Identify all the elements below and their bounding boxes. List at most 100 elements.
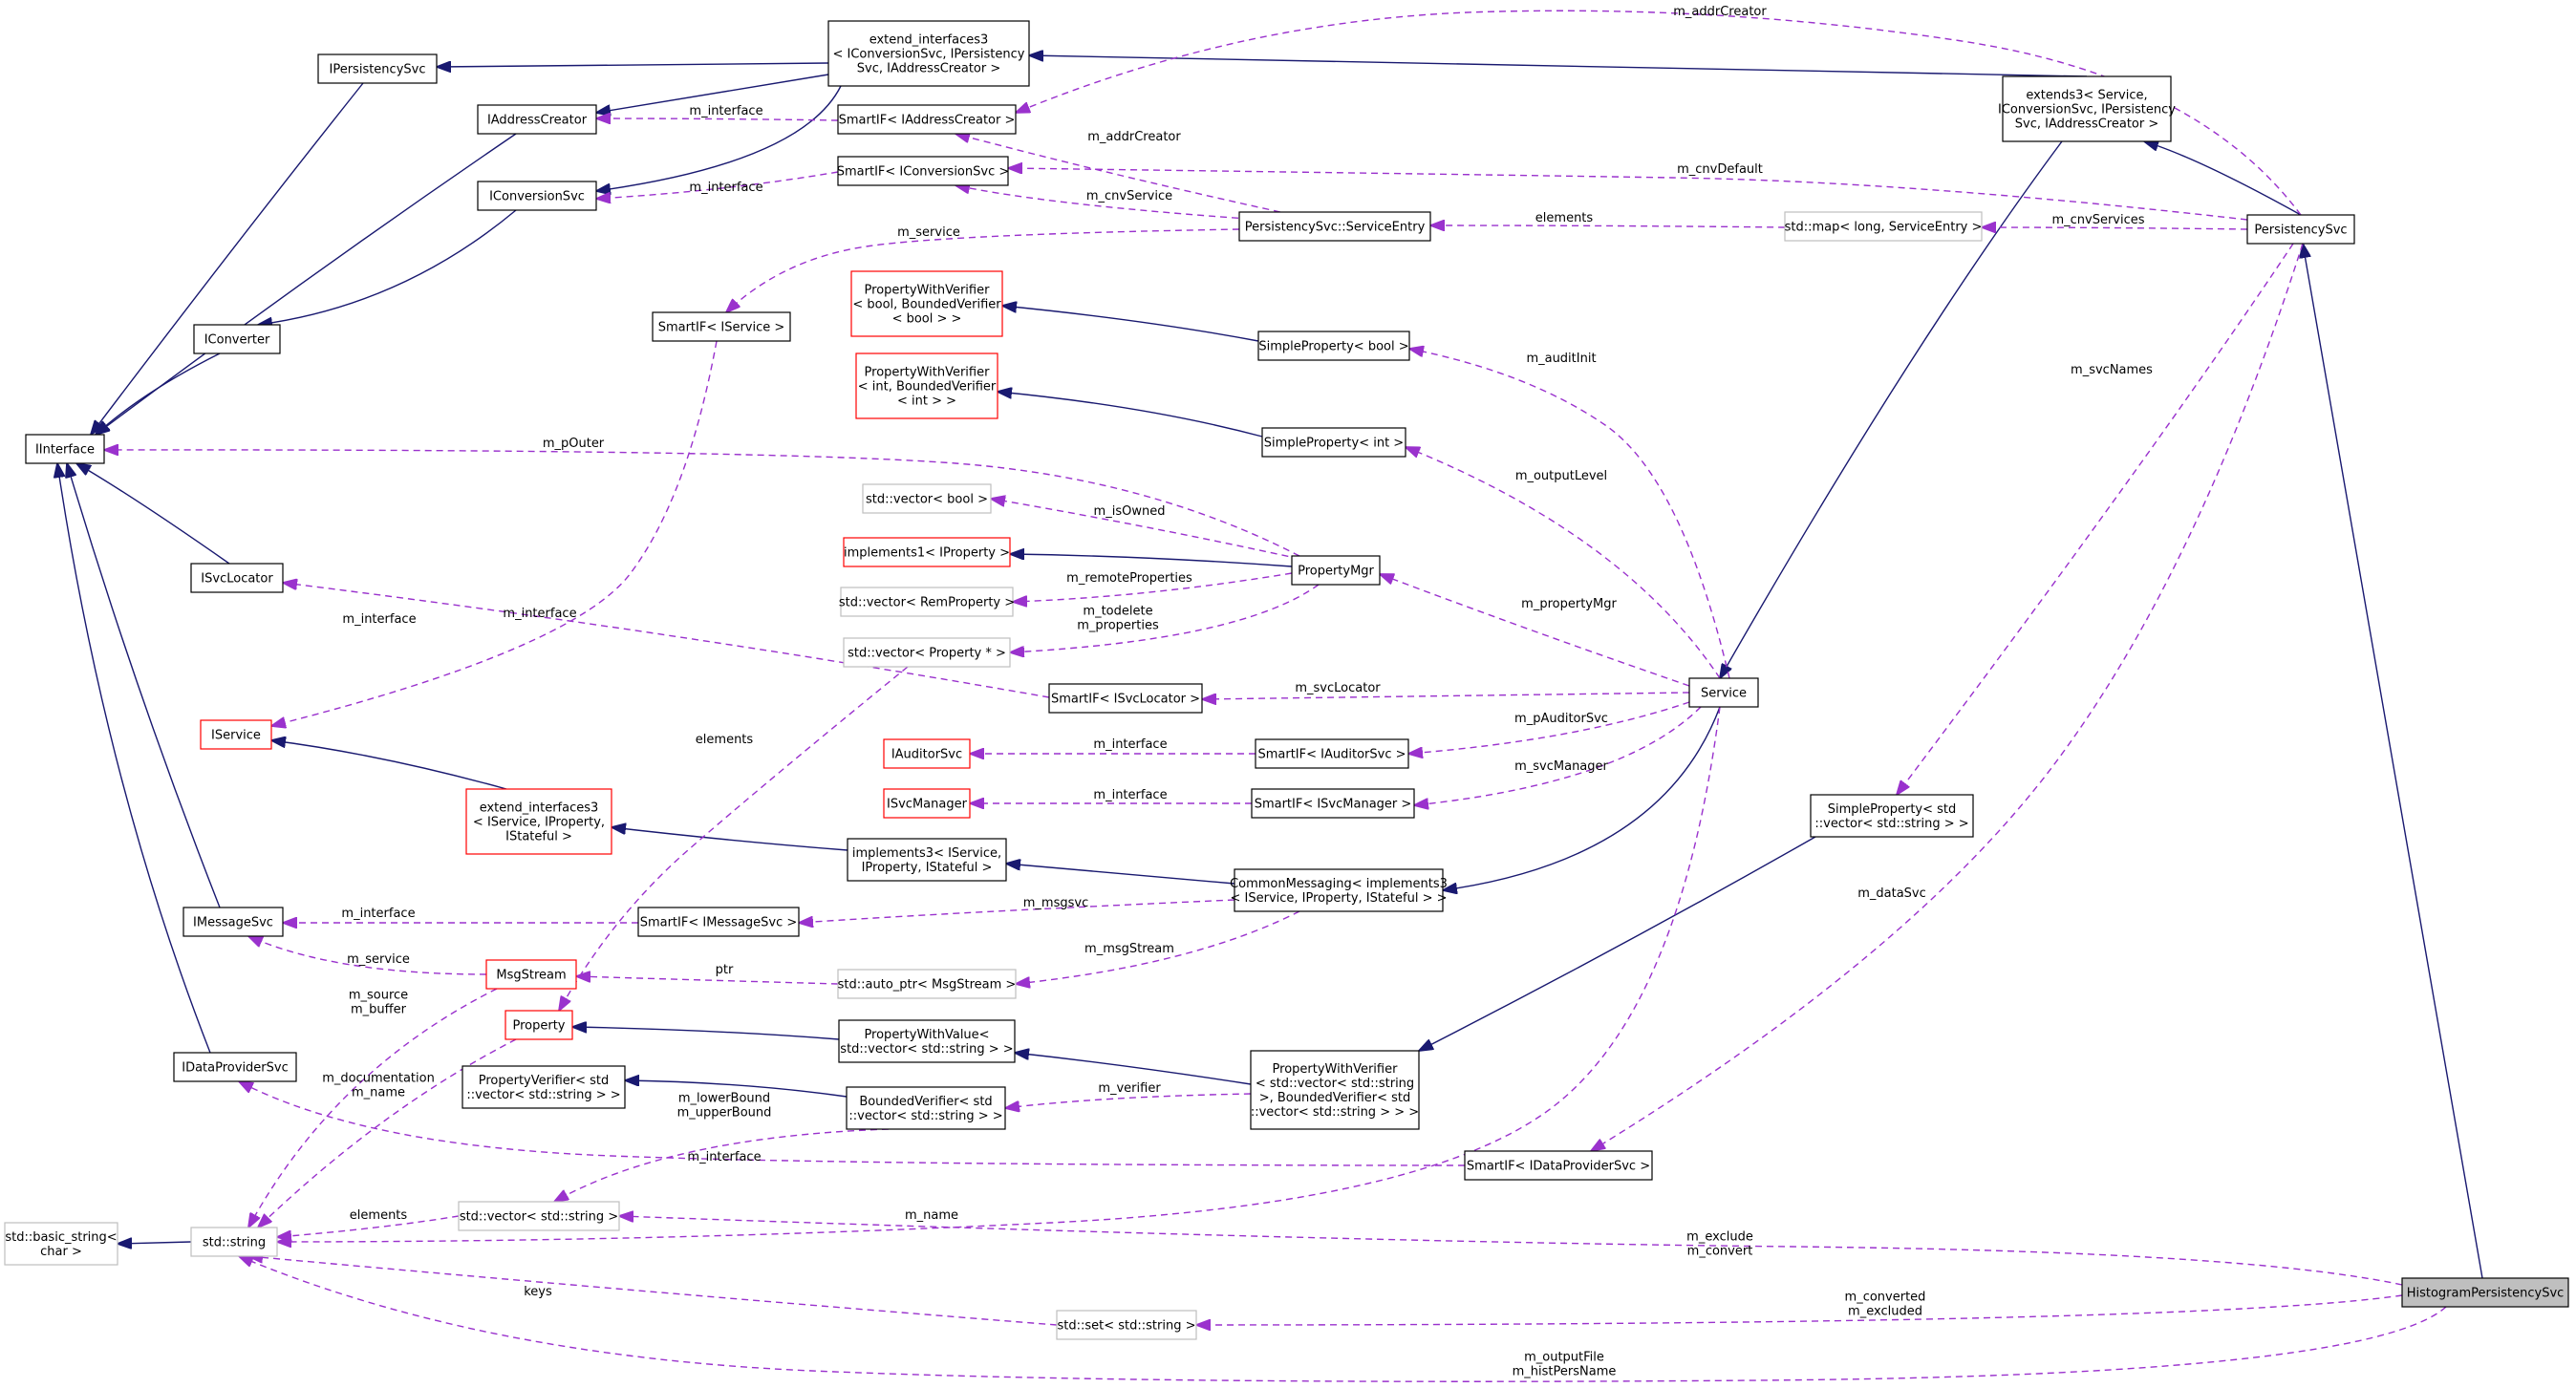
class-node-box[interactable] [837, 104, 1017, 135]
class-node-smart-if-iconversion-svc[interactable]: SmartIF< IConversionSvc > [837, 156, 1010, 186]
class-node-vector-property-ptr[interactable]: std::vector< Property * > [843, 637, 1011, 668]
class-node-smart-if-iaddress-creator[interactable]: SmartIF< IAddressCreator > [837, 104, 1017, 135]
class-node-iservice[interactable]: IService [200, 719, 272, 750]
class-node-box[interactable] [193, 324, 281, 354]
class-node-box[interactable] [190, 563, 284, 593]
class-node-box[interactable] [1257, 331, 1410, 361]
class-node-implements3[interactable]: implements3< IService,IProperty, IStatef… [847, 838, 1007, 882]
class-node-box[interactable] [652, 311, 791, 342]
class-node-iconversion-svc[interactable]: IConversionSvc [477, 181, 597, 211]
class-node-persistency-svc[interactable]: PersistencySvc [2246, 214, 2355, 245]
class-node-std-string[interactable]: std::string [190, 1227, 278, 1257]
class-node-box[interactable] [2002, 75, 2172, 142]
class-node-box[interactable] [317, 53, 438, 84]
class-node-smart-if-isvc-manager[interactable]: SmartIF< ISvcManager > [1251, 788, 1415, 819]
class-node-isvc-locator[interactable]: ISvcLocator [190, 563, 284, 593]
class-node-box[interactable] [462, 1065, 626, 1109]
class-node-box[interactable] [1251, 788, 1415, 819]
class-node-box[interactable] [1255, 738, 1409, 769]
class-node-box[interactable] [850, 270, 1003, 337]
class-node-box[interactable] [837, 156, 1009, 186]
class-node-property-verifier[interactable]: PropertyVerifier< std::vector< std::stri… [462, 1065, 626, 1109]
class-node-set-string[interactable]: std::set< std::string > [1056, 1310, 1197, 1340]
class-node-smart-if-iauditor-svc[interactable]: SmartIF< IAuditorSvc > [1255, 738, 1409, 769]
class-node-service[interactable]: Service [1688, 677, 1759, 708]
class-node-iauditor-svc[interactable]: IAuditorSvc [883, 738, 971, 769]
class-node-msg-stream[interactable]: MsgStream [485, 959, 577, 990]
class-node-box[interactable] [1048, 683, 1203, 714]
class-node-box[interactable] [190, 1227, 278, 1257]
class-node-box[interactable] [883, 788, 971, 819]
class-node-box[interactable] [843, 637, 1011, 668]
class-node-smart-if-idata-provider-svc[interactable]: SmartIF< IDataProviderSvc > [1464, 1150, 1653, 1181]
class-node-bounded-verifier[interactable]: BoundedVerifier< std::vector< std::strin… [846, 1086, 1006, 1130]
class-node-iinterface[interactable]: IInterface [25, 434, 105, 464]
class-node-map-service-entry[interactable]: std::map< long, ServiceEntry > [1784, 211, 1983, 242]
class-node-box[interactable] [837, 969, 1017, 999]
class-node-box[interactable] [862, 483, 992, 514]
class-node-smart-if-imessage-svc[interactable]: SmartIF< IMessageSvc > [637, 907, 800, 937]
class-node-extends3[interactable]: extends3< Service,IConversionSvc, IPersi… [1998, 75, 2176, 142]
class-node-auto-ptr-msg-stream[interactable]: std::auto_ptr< MsgStream > [837, 969, 1017, 999]
class-node-simple-property-vector-string[interactable]: SimpleProperty< std::vector< std::string… [1810, 794, 1974, 838]
class-node-box[interactable] [1261, 427, 1406, 458]
class-node-box[interactable] [1688, 677, 1759, 708]
class-node-smart-if-iservice[interactable]: SmartIF< IService > [652, 311, 791, 342]
class-node-simple-property-bool[interactable]: SimpleProperty< bool > [1257, 331, 1410, 361]
class-node-pwv-bool[interactable]: PropertyWithVerifier< bool, BoundedVerif… [850, 270, 1003, 337]
class-node-box[interactable] [1238, 211, 1431, 242]
class-node-box[interactable] [2246, 214, 2355, 245]
class-node-isvc-manager[interactable]: ISvcManager [883, 788, 971, 819]
class-node-extend-interfaces3-conv[interactable]: extend_interfaces3< IConversionSvc, IPer… [827, 20, 1030, 87]
class-node-box[interactable] [1056, 1310, 1197, 1340]
class-node-box[interactable] [477, 181, 597, 211]
class-node-property-mgr[interactable]: PropertyMgr [1291, 555, 1381, 586]
class-node-property-with-value[interactable]: PropertyWithValue<std::vector< std::stri… [838, 1019, 1016, 1063]
class-node-basic-string[interactable]: std::basic_string<char > [4, 1222, 118, 1266]
class-node-service-entry[interactable]: PersistencySvc::ServiceEntry [1238, 211, 1431, 242]
class-node-vector-bool[interactable]: std::vector< bool > [862, 483, 992, 514]
class-node-box[interactable] [504, 1010, 573, 1040]
class-node-box[interactable] [485, 959, 577, 990]
class-node-box[interactable] [458, 1201, 620, 1231]
class-node-vector-rem-property[interactable]: std::vector< RemProperty > [839, 587, 1015, 617]
class-node-property[interactable]: Property [504, 1010, 573, 1040]
class-node-box[interactable] [1784, 211, 1983, 242]
class-node-pwv-vector-string[interactable]: PropertyWithVerifier< std::vector< std::… [1250, 1050, 1420, 1130]
class-node-box[interactable] [1810, 794, 1974, 838]
class-node-box[interactable] [827, 20, 1030, 87]
class-node-box[interactable] [2401, 1277, 2569, 1308]
class-node-box[interactable] [883, 738, 971, 769]
class-node-box[interactable] [855, 352, 998, 419]
class-node-box[interactable] [838, 1019, 1016, 1063]
class-node-idata-provider-svc[interactable]: IDataProviderSvc [173, 1052, 297, 1082]
class-node-box[interactable] [182, 907, 284, 937]
class-node-ipersistency-svc[interactable]: IPersistencySvc [317, 53, 438, 84]
class-node-box[interactable] [846, 1086, 1006, 1130]
class-node-box[interactable] [637, 907, 800, 937]
class-node-box[interactable] [847, 838, 1007, 882]
class-node-extend-interfaces3-svc[interactable]: extend_interfaces3< IService, IProperty,… [465, 788, 612, 855]
class-node-box[interactable] [1234, 868, 1444, 912]
class-node-box[interactable] [4, 1222, 118, 1266]
class-node-common-messaging[interactable]: CommonMessaging< implements3< IService, … [1230, 868, 1448, 912]
class-node-box[interactable] [1464, 1150, 1653, 1181]
class-node-box[interactable] [25, 434, 105, 464]
class-node-box[interactable] [1250, 1050, 1420, 1130]
class-node-box[interactable] [200, 719, 272, 750]
class-node-box[interactable] [843, 537, 1011, 567]
class-node-box[interactable] [1291, 555, 1381, 586]
class-node-implements1[interactable]: implements1< IProperty > [843, 537, 1011, 567]
class-node-iaddress-creator[interactable]: IAddressCreator [477, 104, 597, 135]
class-node-imessage-svc[interactable]: IMessageSvc [182, 907, 284, 937]
class-node-smart-if-isvc-locator[interactable]: SmartIF< ISvcLocator > [1048, 683, 1203, 714]
class-node-pwv-int[interactable]: PropertyWithVerifier< int, BoundedVerifi… [855, 352, 998, 419]
class-node-histogram-persistency-svc[interactable]: HistogramPersistencySvc [2401, 1277, 2569, 1308]
class-node-box[interactable] [465, 788, 612, 855]
class-node-vector-string[interactable]: std::vector< std::string > [458, 1201, 620, 1231]
class-node-box[interactable] [840, 587, 1014, 617]
class-node-box[interactable] [173, 1052, 297, 1082]
class-node-box[interactable] [477, 104, 597, 135]
class-node-iconverter[interactable]: IConverter [193, 324, 281, 354]
class-node-simple-property-int[interactable]: SimpleProperty< int > [1261, 427, 1406, 458]
